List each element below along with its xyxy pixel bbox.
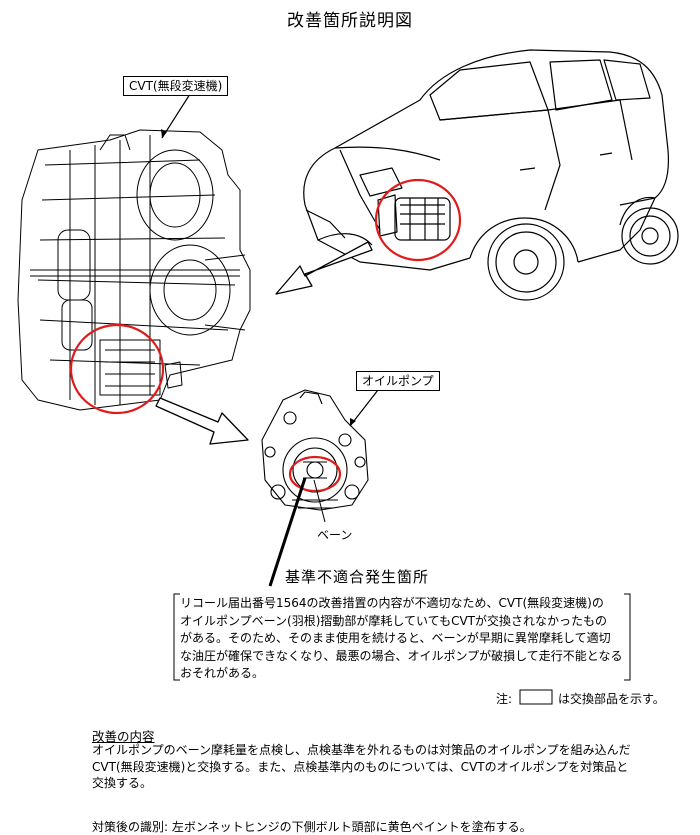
defect-description: リコール届出番号1564の改善措置の内容が不適切なため、CVT(無段変速機)の … [180,596,623,680]
cvt-leader-line [161,93,191,139]
note-suffix: は交換部品を示す。 [558,692,665,706]
vane-leader-line [313,479,326,523]
arrow-car-to-cvt [275,241,373,295]
note-prefix: 注: [496,692,513,706]
oil-pump-leader-line [349,389,379,427]
vane-label: ベーン [317,528,353,542]
defect-location-label: 基準不適合発生箇所 [285,568,430,586]
car-illustration [303,49,679,301]
cvt-label: CVT(無段変速機) [123,76,229,96]
description-bracket-right [624,593,631,681]
arrow-cvt-to-pump [155,397,249,445]
oil-pump-label: オイルポンプ [356,371,440,391]
page-title: 改善箇所説明図 [287,11,413,31]
car-highlight-circle [374,178,462,262]
replacement-part-legend-box [519,689,553,705]
description-bracket-left [173,593,180,681]
cvt-cross-section [17,129,251,411]
defect-leader-line [268,477,307,587]
remedy-heading: 改善の内容 [92,729,155,744]
remedy-body: オイルポンプのベーン摩耗量を点検し、点検基準を外れるものは対策品のオイルポンプを… [92,743,631,790]
cvt-highlight-circle [69,323,165,415]
vane-highlight-circle [288,455,342,493]
identification-text: 対策後の識別: 左ボンネットヒンジの下側ボルト頭部に黄色ペイントを塗布する。 [92,820,532,834]
